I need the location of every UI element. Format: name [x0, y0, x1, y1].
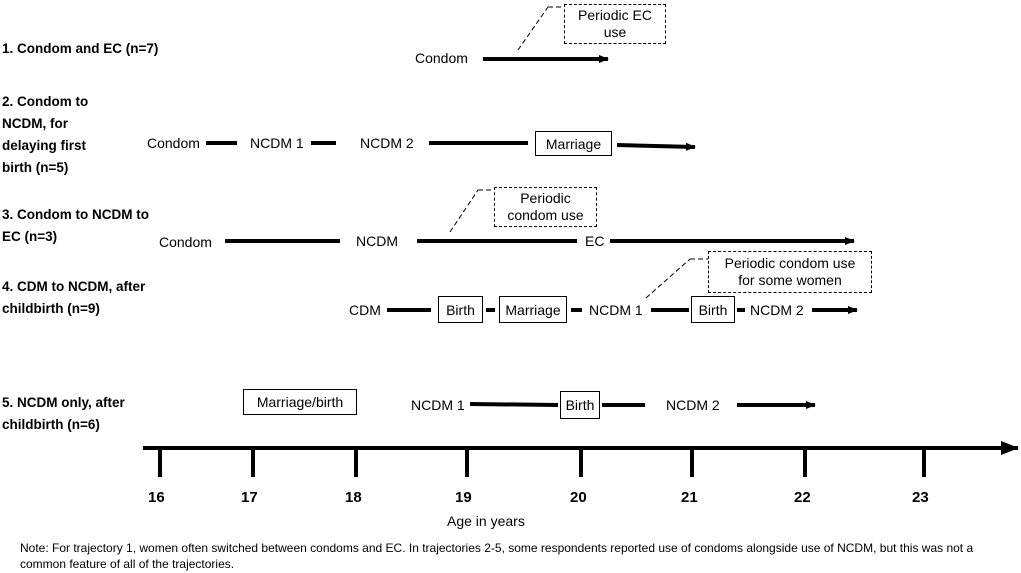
- axis-title: Age in years: [447, 513, 525, 529]
- axis-tick-marks: [158, 448, 926, 477]
- axis-tick-label: 22: [794, 489, 811, 506]
- trajectory-4-title: 4. CDM to NCDM, after childbirth (n=9): [2, 279, 146, 316]
- axis-tick-label: 21: [681, 489, 698, 506]
- t2-box-marriage: Marriage: [535, 131, 612, 156]
- trajectory-3-title: 3. Condom to NCDM to EC (n=3): [2, 207, 149, 244]
- axis-tick-label: 20: [570, 489, 587, 506]
- t3-callout-box: Periodic condom use: [494, 187, 597, 227]
- trajectory-1-title: 1. Condom and EC (n=7): [2, 41, 159, 56]
- axis-tick-label: 19: [455, 489, 472, 506]
- t5-label-ncdm2: NCDM 2: [666, 397, 720, 413]
- axis-tick-label: 17: [241, 489, 258, 506]
- t1-label-condom: Condom: [415, 50, 468, 66]
- axis-tick-label: 18: [345, 489, 362, 506]
- t4-label-ncdm1: NCDM 1: [589, 302, 643, 318]
- t4-label-ncdm2: NCDM 2: [750, 302, 804, 318]
- trajectory-2-title: 2. Condom to NCDM, for delaying first bi…: [2, 94, 89, 175]
- trajectory-5-title: 5. NCDM only, after childbirth (n=6): [2, 395, 125, 432]
- t4-box-marriage: Marriage: [499, 296, 567, 323]
- t5-label-ncdm1: NCDM 1: [411, 397, 465, 413]
- t4-box-birth-2: Birth: [691, 296, 735, 323]
- t4-box-birth-1: Birth: [438, 296, 483, 323]
- t2-label-ncdm2: NCDM 2: [360, 135, 414, 151]
- t5-box-birth: Birth: [560, 391, 600, 419]
- t5-box-marriage-birth: Marriage/birth: [243, 389, 357, 415]
- t1-callout-pointer: [517, 6, 549, 51]
- axis-tick-label: 23: [912, 489, 929, 506]
- t4-callout-pointer: [645, 258, 691, 299]
- t5-seg-1: [469, 402, 559, 407]
- footnote: Note: For trajectory 1, women often swit…: [20, 541, 974, 571]
- t2-arrow: [616, 142, 696, 151]
- t1-callout-box: Periodic EC use: [564, 4, 666, 44]
- t2-label-ncdm1: NCDM 1: [250, 135, 304, 151]
- t4-label-cdm: CDM: [349, 302, 381, 318]
- t3-label-ec: EC: [585, 233, 605, 249]
- t4-callout-box: Periodic condom use for some women: [708, 251, 872, 293]
- t3-label-condom: Condom: [159, 234, 212, 250]
- t2-label-condom: Condom: [147, 135, 200, 151]
- t3-label-ncdm: NCDM: [356, 233, 398, 249]
- t3-callout-pointer: [449, 189, 479, 233]
- axis-tick-label: 16: [148, 489, 165, 506]
